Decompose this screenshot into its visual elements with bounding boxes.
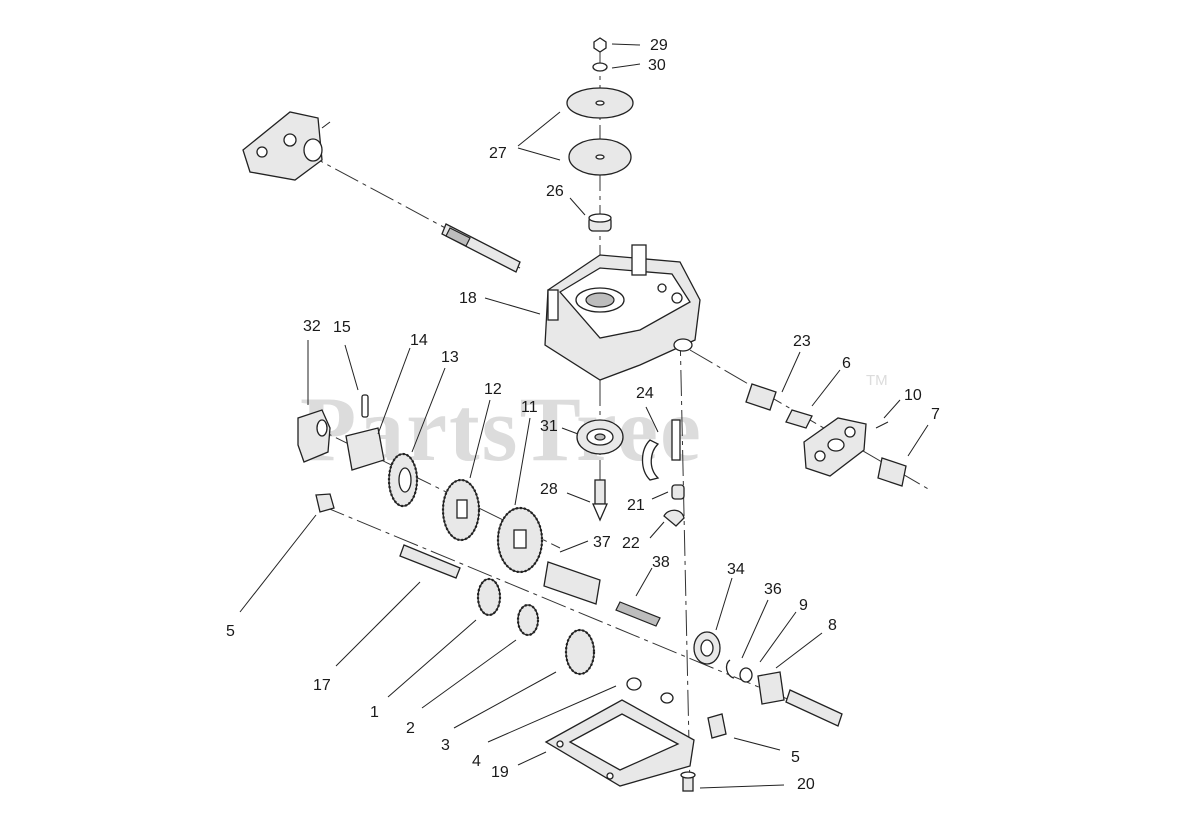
right-bearing-group (745, 383, 907, 487)
label-4: 4 (472, 753, 481, 770)
label-21: 21 (627, 497, 645, 514)
callout-labels: 29 30 27 26 18 32 15 14 13 12 11 31 24 2… (226, 37, 940, 793)
label-34: 34 (727, 561, 745, 578)
label-36: 36 (764, 581, 782, 598)
label-6: 6 (842, 355, 851, 372)
upper-shaft (441, 223, 521, 273)
label-10: 10 (904, 387, 922, 404)
label-37: 37 (593, 534, 611, 551)
label-17: 17 (313, 677, 331, 694)
label-20: 20 (797, 776, 815, 793)
label-12: 12 (484, 381, 502, 398)
label-31: 31 (540, 418, 558, 435)
gear-housing (544, 244, 701, 381)
label-7: 7 (931, 406, 940, 423)
label-19: 19 (491, 764, 509, 781)
label-14: 14 (410, 332, 428, 349)
label-22: 22 (622, 535, 640, 552)
shift-fork (641, 419, 685, 527)
label-29: 29 (650, 37, 668, 54)
label-26: 26 (546, 183, 564, 200)
label-32: 32 (303, 318, 321, 335)
lower-shaft-assembly (315, 493, 843, 739)
label-2: 2 (406, 720, 415, 737)
label-9: 9 (799, 597, 808, 614)
shaft-bracket (242, 111, 331, 181)
label-23: 23 (793, 333, 811, 350)
label-11: 11 (521, 399, 538, 416)
label-27: 27 (489, 145, 507, 162)
bearing-and-bolt (576, 419, 624, 522)
label-13: 13 (441, 349, 459, 366)
label-3: 3 (441, 737, 450, 754)
label-5-left: 5 (226, 623, 235, 640)
label-30: 30 (648, 57, 666, 74)
label-8: 8 (828, 617, 837, 634)
cover-plate (544, 699, 696, 792)
left-gear-train (297, 394, 544, 574)
top-stack (566, 37, 634, 232)
label-15: 15 (333, 319, 351, 336)
leader-lines (239, 43, 929, 789)
label-5-right: 5 (791, 749, 800, 766)
label-24: 24 (636, 385, 654, 402)
watermark-trademark: TM (866, 372, 888, 389)
label-38: 38 (652, 554, 670, 571)
label-28: 28 (540, 481, 558, 498)
label-18: 18 (459, 290, 477, 307)
label-1: 1 (370, 704, 379, 721)
